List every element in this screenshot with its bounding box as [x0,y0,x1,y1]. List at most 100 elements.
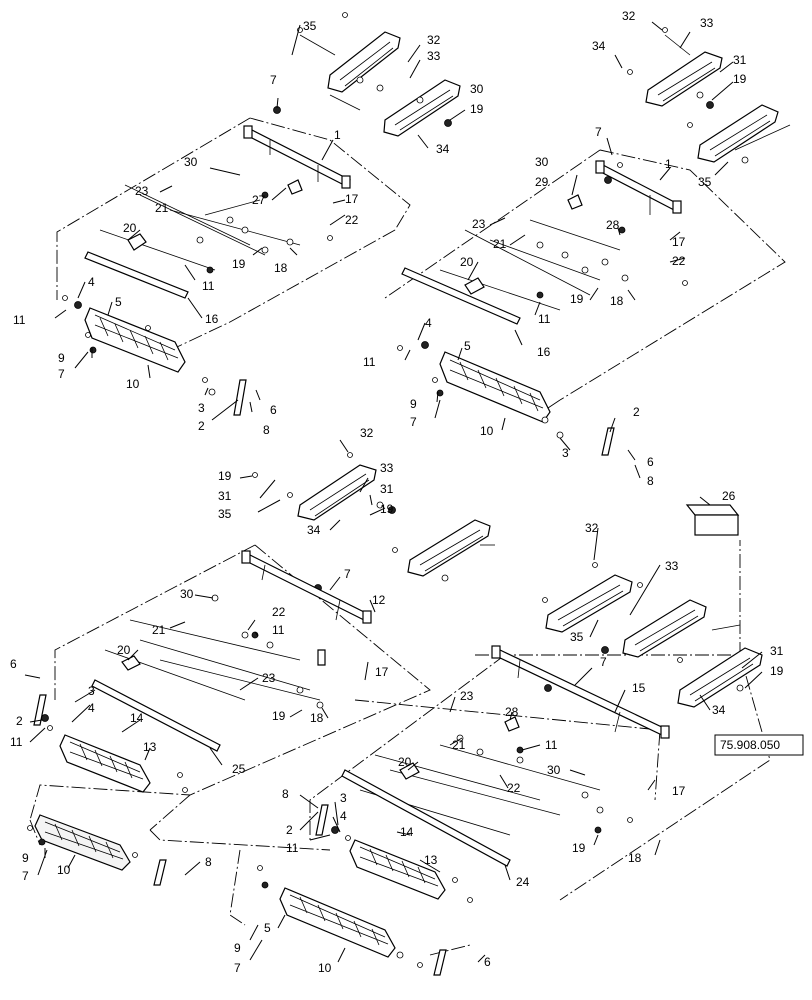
callout: 33 [427,49,441,63]
callout: 2 [633,405,640,419]
callout: 7 [58,367,65,381]
callout: 28 [505,705,519,719]
callout: 34 [592,39,606,53]
callout: 31 [733,53,747,67]
clip-20-br [399,762,420,780]
callout: 11 [13,313,26,327]
callout: 7 [234,961,241,975]
callout: 19 [272,709,286,723]
callout: 20 [460,255,474,269]
clip-29 [567,194,583,210]
callout: 24 [516,875,530,889]
callout: 16 [205,312,219,326]
callout: 35 [218,507,232,521]
callout: 23 [135,184,149,198]
callout: 22 [345,213,359,227]
callout: 19 [470,102,484,116]
callout: 8 [647,474,654,488]
callout: 7 [344,567,351,581]
leader-lines [24,21,763,963]
callout: 6 [270,403,277,417]
callout: 32 [427,33,441,47]
callout: 17 [375,665,389,679]
callout: 18 [610,294,624,308]
callout: 14 [130,711,144,725]
callout: 17 [345,192,359,206]
callout: 22 [272,605,286,619]
callout: 8 [205,855,212,869]
assembly-bottom-right [257,504,763,976]
assembly-bottom-left [27,452,495,886]
callout: 11 [202,279,215,293]
callout: 34 [436,142,450,156]
callout: 2 [198,419,205,433]
callout: 19 [572,841,586,855]
callouts-bottom-right: 26 32 33 35 7 31 19 15 34 23 28 11 21 20… [234,489,784,975]
callout: 9 [22,851,29,865]
callout: 32 [622,9,636,23]
callout: 35 [303,19,317,33]
callout: 17 [672,784,686,798]
callout: 4 [340,809,347,823]
callout: 4 [425,316,432,330]
arm-bracket-lower-r [697,104,779,163]
callout: 23 [262,671,276,685]
callout: 23 [460,689,474,703]
callout: 10 [480,424,494,438]
callout: 30 [184,155,198,169]
callout: 31 [770,644,784,658]
callout: 7 [270,73,277,87]
callout: 5 [115,295,122,309]
callout: 34 [307,523,321,537]
callout: 35 [570,630,584,644]
callout: 10 [318,961,332,975]
scraper-assembly-5 [84,307,186,373]
callout: 32 [360,426,374,440]
callout: 33 [665,559,679,573]
callout: 1 [334,128,341,142]
reference-box[interactable]: 75.908.050 [714,734,804,756]
callout: 33 [380,461,394,475]
callout: 19 [770,664,784,678]
arm-bracket-2-br [622,599,707,658]
callout: 31 [218,489,232,503]
callout: 6 [647,455,654,469]
callout: 8 [282,787,289,801]
callout: 9 [58,351,65,365]
callout: 29 [535,175,549,189]
callout: 21 [155,201,169,215]
callout: 4 [88,275,95,289]
callout: 16 [537,345,551,359]
callout: 22 [672,254,686,268]
callout: 3 [340,791,347,805]
callout: 28 [606,218,620,232]
bar-24 [341,769,511,867]
callout: 11 [10,735,23,749]
callout: 8 [263,423,270,437]
reference-label[interactable]: 75.908.050 [720,738,780,752]
callout: 18 [628,851,642,865]
callout: 9 [410,397,417,411]
callout: 20 [117,643,131,657]
callout: 13 [424,853,438,867]
callout: 30 [470,82,484,96]
assembly-top-right [397,27,791,456]
bar-16 [84,251,189,299]
callout: 30 [535,155,549,169]
callout: 7 [600,655,607,669]
assembly-top-left [62,12,461,416]
callout: 7 [595,125,602,139]
callout: 3 [198,401,205,415]
callout: 19 [570,292,584,306]
callout: 19 [218,469,232,483]
callout: 3 [88,684,95,698]
bar-25 [91,679,221,752]
callout: 30 [547,763,561,777]
callout: 6 [10,657,17,671]
clip-28-br [504,716,520,732]
callouts-top-right: 32 33 34 31 19 7 35 30 29 1 23 28 17 21 … [363,9,747,488]
callout: 2 [286,823,293,837]
callout: 13 [143,740,157,754]
callout: 2 [16,714,23,728]
callout: 21 [452,738,466,752]
